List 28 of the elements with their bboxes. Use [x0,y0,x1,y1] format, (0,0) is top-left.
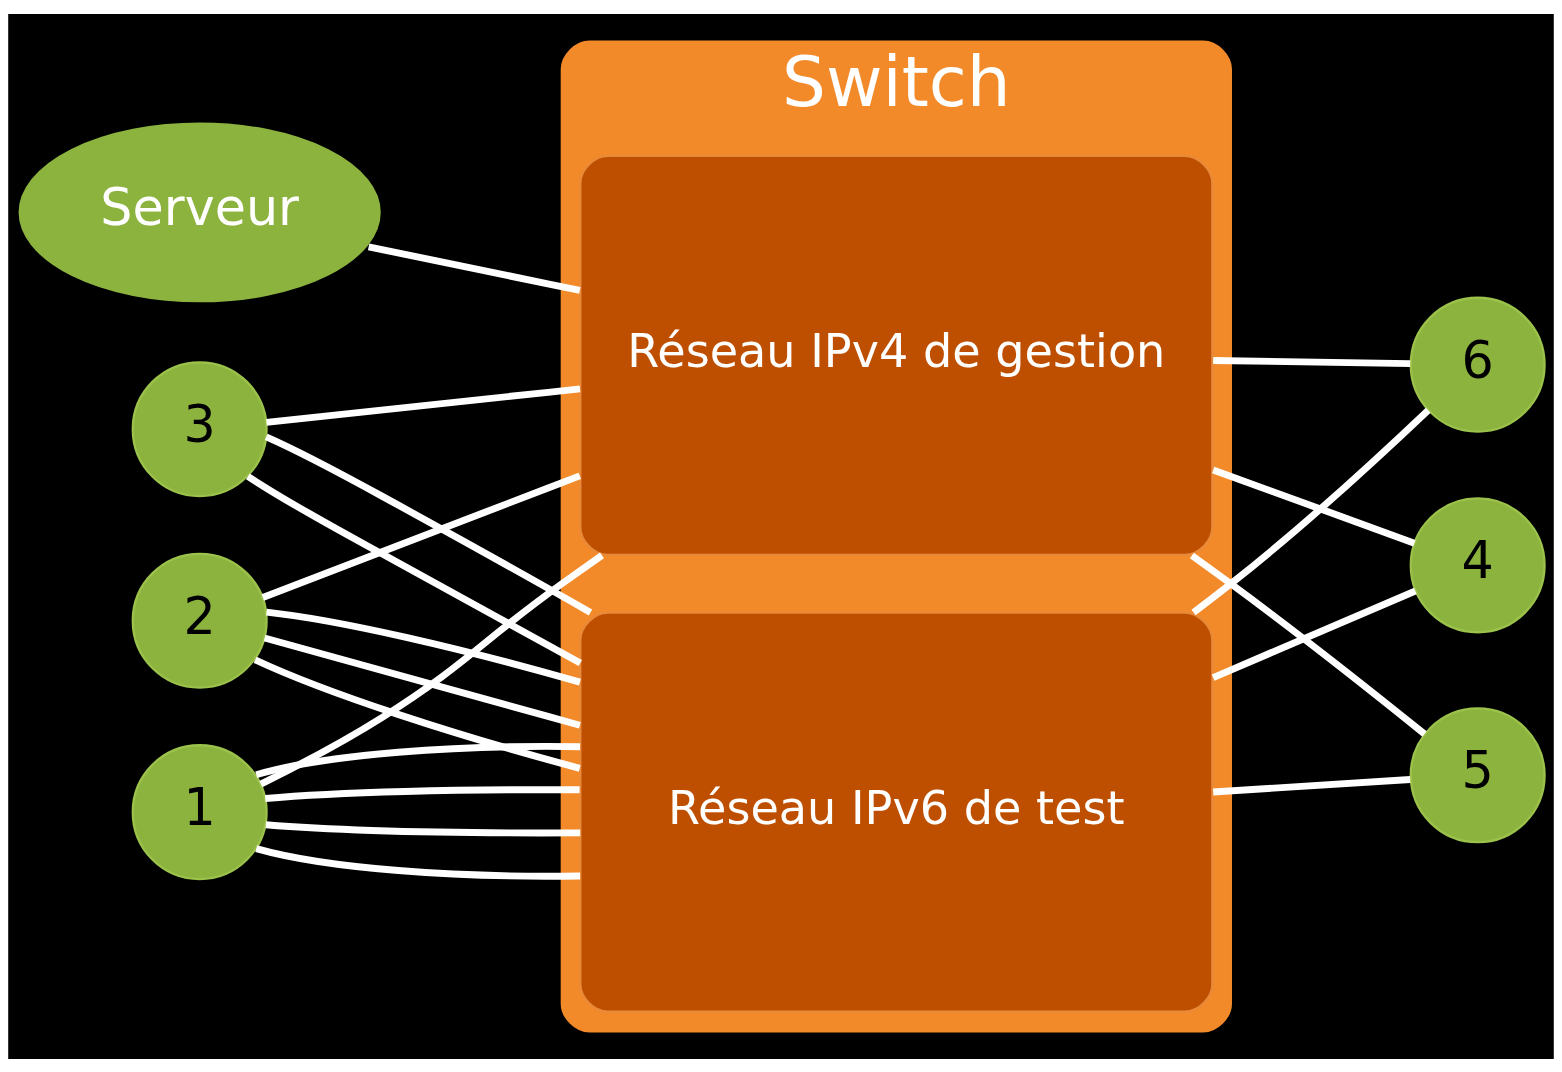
node-circle: 6 [1409,296,1546,433]
connector [264,433,593,615]
connector [246,472,582,666]
connector [255,742,581,778]
node-box: Réseau IPv6 de test [579,610,1214,1013]
connector [367,242,581,294]
connector [265,820,581,836]
connector [1211,466,1416,546]
connector [255,844,581,880]
node-circle: 3 [131,360,268,497]
connector [253,656,581,772]
node-circle: 2 [131,552,268,689]
connector [1189,552,1427,737]
node-circle: 1 [131,743,268,880]
connector [263,634,581,729]
node-circle: 5 [1409,706,1546,843]
node-circle: 4 [1409,496,1546,633]
connector [1212,775,1411,795]
connector [261,472,581,601]
connector [266,384,581,426]
connector [266,608,581,686]
connector [264,785,580,802]
connector [1213,356,1411,367]
connector [1191,407,1431,615]
connector [259,552,604,787]
node-box: Réseau IPv4 de gestion [579,154,1214,556]
connector [1211,587,1417,681]
node-ellipse: Serveur [16,119,384,305]
